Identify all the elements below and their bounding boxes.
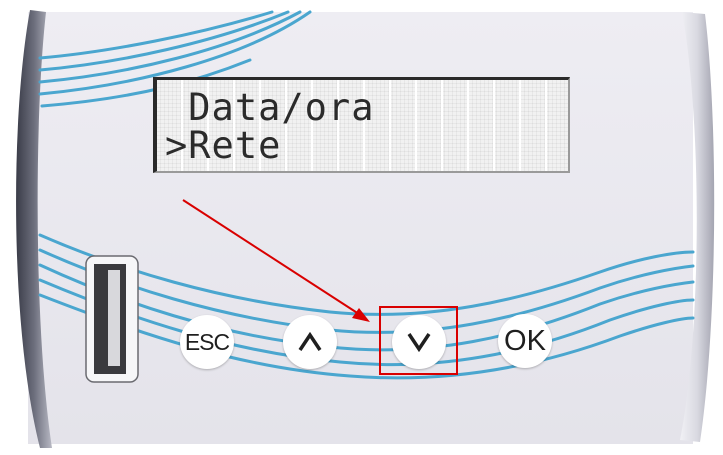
- lcd-display: Data/ora >Rete: [153, 77, 570, 173]
- down-button[interactable]: [392, 315, 446, 369]
- up-arrow-icon: [298, 332, 322, 351]
- down-button-highlight: [379, 306, 458, 375]
- lcd-line-2: >Rete: [165, 124, 282, 167]
- decorative-waves-bottom: [38, 233, 695, 380]
- esc-button[interactable]: ESC: [180, 315, 234, 369]
- usb-port: [85, 255, 139, 383]
- up-button[interactable]: [283, 315, 337, 369]
- decorative-waves-top: [38, 10, 312, 108]
- down-arrow-icon: [407, 333, 431, 352]
- lcd-line-1: Data/ora: [165, 86, 375, 129]
- ok-label: OK: [504, 324, 546, 357]
- esc-label: ESC: [184, 328, 230, 355]
- ok-button[interactable]: OK: [498, 314, 552, 368]
- pointer-arrow: [182, 199, 370, 322]
